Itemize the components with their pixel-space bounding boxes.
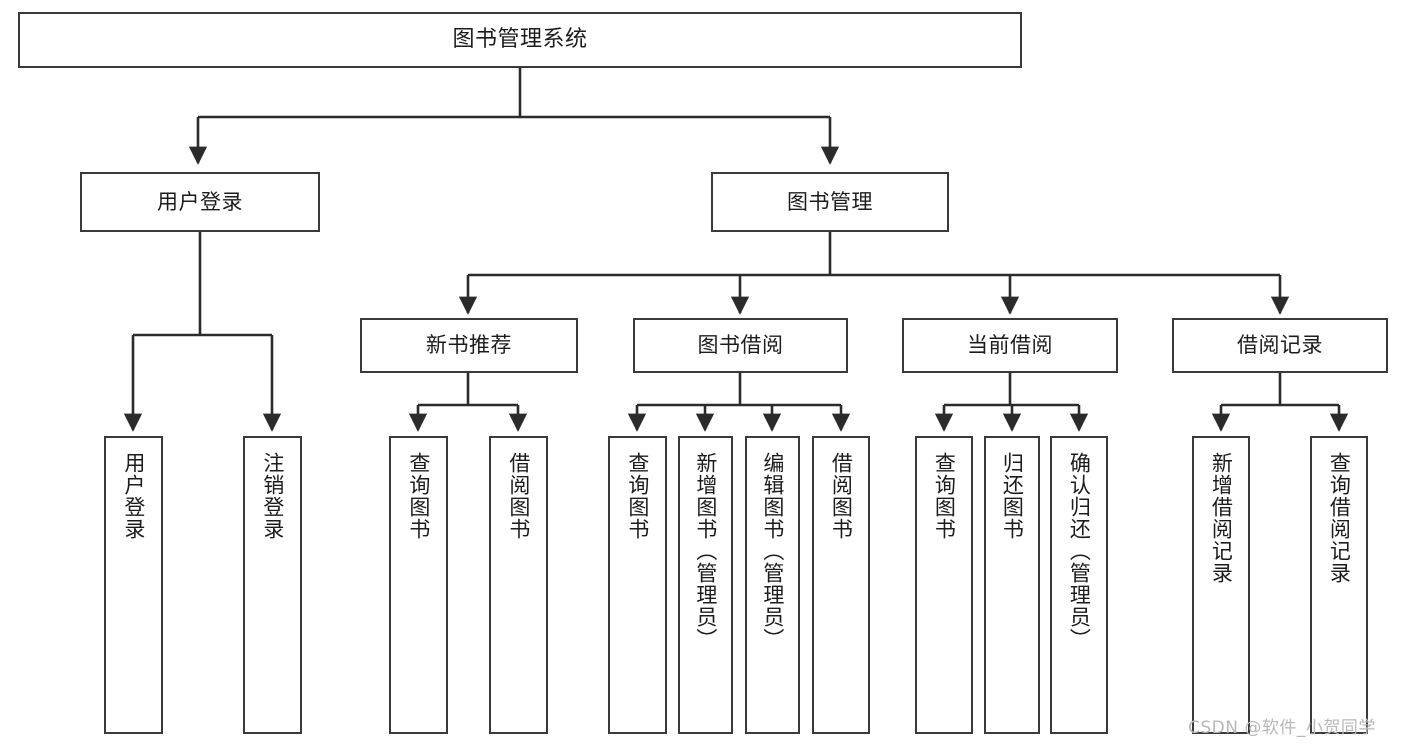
leaf-user-login-login[interactable]: 用户登录	[104, 436, 163, 734]
leaf-record-query-record[interactable]: 查询借阅记录	[1310, 436, 1368, 734]
leaf-borrow-add-book-admin[interactable]: 新增图书（管理员）	[678, 436, 733, 734]
node-label: 归还图书	[1000, 452, 1025, 540]
node-label: 新书推荐	[426, 333, 512, 358]
node-book-borrow[interactable]: 图书借阅	[633, 318, 848, 373]
node-label: 图书管理	[787, 189, 873, 214]
node-book-management[interactable]: 图书管理	[711, 172, 949, 232]
leaf-borrow-query-book[interactable]: 查询图书	[608, 436, 667, 734]
node-root-system[interactable]: 图书管理系统	[18, 12, 1022, 68]
node-label: 借阅图书	[829, 452, 854, 540]
leaf-record-add-record[interactable]: 新增借阅记录	[1192, 436, 1250, 734]
node-label: 用户登录	[157, 189, 243, 214]
node-label: 借阅图书	[506, 452, 531, 540]
leaf-current-return-book[interactable]: 归还图书	[984, 436, 1040, 734]
watermark: CSDN @软件_小贺同学	[1188, 718, 1376, 738]
node-label: 查询借阅记录	[1327, 452, 1352, 584]
node-label: 新增借阅记录	[1209, 452, 1234, 584]
node-label: 查询图书	[625, 452, 650, 540]
leaf-recommend-query-book[interactable]: 查询图书	[389, 436, 448, 734]
node-user-login[interactable]: 用户登录	[80, 172, 320, 232]
node-label: 用户登录	[121, 452, 146, 540]
node-label: 注销登录	[260, 452, 285, 540]
node-new-book-recommend[interactable]: 新书推荐	[360, 318, 578, 373]
leaf-user-login-logout[interactable]: 注销登录	[243, 436, 302, 734]
node-label: 编辑图书（管理员）	[760, 452, 785, 650]
node-label: 查询图书	[932, 452, 957, 540]
node-current-borrow[interactable]: 当前借阅	[902, 318, 1118, 373]
leaf-recommend-borrow-book[interactable]: 借阅图书	[489, 436, 548, 734]
node-label: 图书管理系统	[452, 27, 588, 53]
leaf-borrow-borrow-book[interactable]: 借阅图书	[812, 436, 870, 734]
leaf-current-query-book[interactable]: 查询图书	[915, 436, 973, 734]
leaf-borrow-edit-book-admin[interactable]: 编辑图书（管理员）	[745, 436, 800, 734]
node-label: 当前借阅	[967, 333, 1053, 358]
node-borrow-record[interactable]: 借阅记录	[1172, 318, 1388, 373]
node-label: 新增图书（管理员）	[693, 452, 718, 650]
node-label: 确认归还（管理员）	[1067, 452, 1092, 650]
node-label: 查询图书	[406, 452, 431, 540]
node-label: 图书借阅	[697, 333, 784, 358]
node-label: 借阅记录	[1237, 333, 1323, 358]
leaf-current-confirm-return-admin[interactable]: 确认归还（管理员）	[1050, 436, 1108, 734]
